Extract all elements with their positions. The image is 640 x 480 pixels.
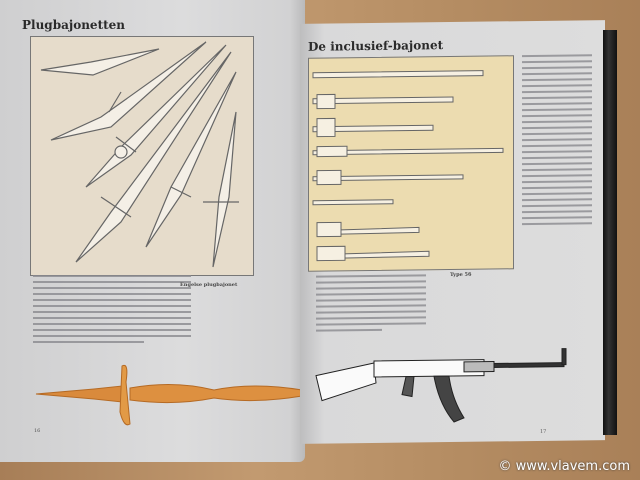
book-cover-edge [603, 30, 617, 435]
rifle-bayonet-drawings [312, 70, 504, 262]
left-caption: Engelse plugbajonet [180, 282, 252, 288]
watermark: © www.vlavem.com [498, 459, 631, 474]
left-page-title: Plugbajonetten [22, 18, 126, 32]
left-body-text [33, 275, 191, 347]
left-page-number: 16 [34, 428, 41, 434]
right-page-title: De inclusief-bajonet [308, 38, 444, 54]
right-sidebar-text [522, 54, 592, 229]
right-caption: Type 56 [450, 271, 512, 278]
plug-bayonets-illustration [30, 36, 254, 276]
bayonet-drawings [40, 41, 239, 268]
right-body-text [316, 274, 426, 335]
right-page: De inclusief-bajonet Type 56 [300, 20, 605, 444]
sword-photo [35, 364, 303, 426]
left-page: Plugbajonetten Engelse plugbajonet [0, 0, 305, 462]
inclusive-bayonet-illustration [308, 55, 514, 272]
right-caption-heading: Type 56 [450, 271, 472, 279]
ak47-drawing [315, 348, 567, 423]
right-page-number: 17 [540, 428, 547, 435]
left-caption-heading: Engelse plugbajonet [180, 282, 238, 288]
